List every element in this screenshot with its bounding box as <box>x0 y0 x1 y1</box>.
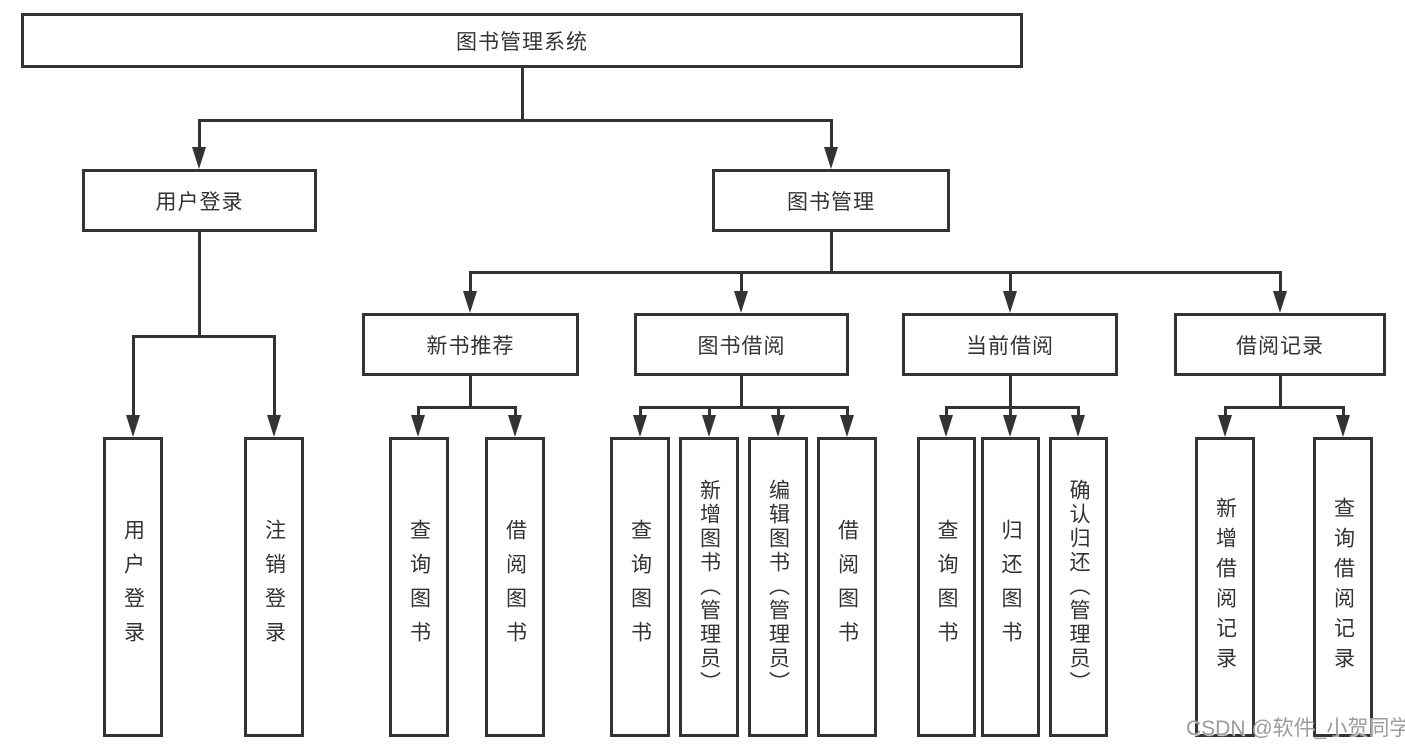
arrow-down-icon <box>702 415 716 437</box>
node-borrow-records: 借阅记录 <box>1174 313 1386 376</box>
connector-segment <box>638 406 849 409</box>
connector-segment <box>829 232 833 274</box>
leaf-borrow-books-recommend: 借阅图书 <box>485 437 545 737</box>
node-library-system: 图书管理系统 <box>21 13 1023 68</box>
leaf-query-books-recommend-label: 查询图书 <box>407 519 431 655</box>
connector-segment <box>1008 376 1012 408</box>
connector-segment <box>131 335 135 417</box>
arrow-down-icon <box>734 291 748 313</box>
leaf-return-book: 归还图书 <box>981 437 1040 737</box>
connector-segment <box>1341 406 1345 419</box>
leaf-add-book-admin-label: 新增图书（管理员） <box>697 479 721 695</box>
connector-segment <box>197 119 833 122</box>
connector-segment <box>1077 406 1080 419</box>
leaf-user-login-label: 用户登录 <box>121 519 145 655</box>
leaf-add-book-admin: 新增图书（管理员） <box>679 437 739 737</box>
arrow-down-icon <box>463 291 477 313</box>
arrow-down-icon <box>771 415 785 437</box>
connector-segment <box>829 119 833 151</box>
leaf-return-book-label: 归还图书 <box>999 519 1022 655</box>
leaf-query-books-current: 查询图书 <box>917 437 976 737</box>
node-current-borrowing: 当前借阅 <box>902 313 1118 376</box>
connector-segment <box>638 406 642 419</box>
arrow-down-icon <box>1336 415 1350 437</box>
arrow-down-icon <box>508 415 522 437</box>
leaf-user-login: 用户登录 <box>103 437 163 737</box>
node-library-system-label: 图书管理系统 <box>456 30 588 54</box>
leaf-query-borrow-record: 查询借阅记录 <box>1313 437 1373 737</box>
connector-segment <box>1223 406 1345 409</box>
connector-segment <box>740 271 743 295</box>
connector-segment <box>1008 271 1012 295</box>
connector-segment <box>272 335 276 417</box>
node-book-borrowing-label: 图书借阅 <box>697 334 786 358</box>
arrow-down-icon <box>824 147 838 169</box>
arrow-down-icon <box>192 147 206 169</box>
arrow-down-icon <box>1003 291 1017 313</box>
leaf-confirm-return-admin: 确认归还（管理员） <box>1049 437 1108 737</box>
connector-segment <box>845 406 849 419</box>
watermark: CSDN @软件_小贺同学 <box>1186 717 1405 740</box>
leaf-edit-book-admin: 编辑图书（管理员） <box>748 437 808 737</box>
leaf-logout: 注销登录 <box>244 437 304 737</box>
connector-segment <box>945 406 1080 409</box>
connector-segment <box>513 406 517 419</box>
leaf-borrow-books-borrowing-label: 借阅图书 <box>835 519 859 655</box>
leaf-query-borrow-record-label: 查询借阅记录 <box>1331 497 1355 677</box>
connector-segment <box>417 406 517 409</box>
leaf-query-books-borrowing: 查询图书 <box>610 437 670 737</box>
node-user-login-label: 用户登录 <box>155 190 244 214</box>
leaf-query-books-borrowing-label: 查询图书 <box>628 519 652 655</box>
leaf-add-borrow-record-label: 新增借阅记录 <box>1213 497 1237 677</box>
leaf-add-borrow-record: 新增借阅记录 <box>1195 437 1255 737</box>
connector-segment <box>469 376 472 408</box>
node-user-login: 用户登录 <box>82 169 317 232</box>
leaf-confirm-return-admin-label: 确认归还（管理员） <box>1067 479 1090 695</box>
arrow-down-icon <box>267 415 281 437</box>
node-new-book-recommend: 新书推荐 <box>362 313 579 376</box>
arrow-down-icon <box>1218 415 1232 437</box>
connector-segment <box>520 68 524 119</box>
connector-segment <box>1278 271 1282 295</box>
connector-segment <box>131 335 276 338</box>
connector-segment <box>1223 406 1227 419</box>
connector-segment <box>1009 406 1012 419</box>
node-book-management: 图书管理 <box>712 169 950 232</box>
node-book-management-label: 图书管理 <box>787 190 875 214</box>
node-book-borrowing: 图书借阅 <box>634 313 849 376</box>
connector-segment <box>945 406 948 419</box>
connector-segment <box>776 406 780 419</box>
connector-segment <box>1278 376 1282 408</box>
connector-segment <box>417 406 420 419</box>
arrow-down-icon <box>1273 291 1287 313</box>
connector-segment <box>469 271 1282 274</box>
leaf-logout-label: 注销登录 <box>262 519 286 655</box>
node-new-book-recommend-label: 新书推荐 <box>426 334 515 358</box>
leaf-borrow-books-recommend-label: 借阅图书 <box>503 519 527 655</box>
connector-segment <box>197 119 201 151</box>
leaf-borrow-books-borrowing: 借阅图书 <box>817 437 877 737</box>
arrow-down-icon <box>411 415 425 437</box>
connector-segment <box>197 232 201 335</box>
leaf-query-books-recommend: 查询图书 <box>389 437 449 737</box>
node-borrow-records-label: 借阅记录 <box>1236 334 1324 358</box>
node-current-borrowing-label: 当前借阅 <box>966 334 1054 358</box>
leaf-edit-book-admin-label: 编辑图书（管理员） <box>766 479 790 695</box>
connector-segment <box>469 271 472 295</box>
arrow-down-icon <box>840 415 854 437</box>
arrow-down-icon <box>939 415 953 437</box>
arrow-down-icon <box>1003 415 1017 437</box>
connector-segment <box>707 406 711 419</box>
arrow-down-icon <box>633 415 647 437</box>
leaf-query-books-current-label: 查询图书 <box>935 519 958 655</box>
arrow-down-icon <box>1071 415 1085 437</box>
arrow-down-icon <box>126 415 140 437</box>
connector-segment <box>740 376 743 408</box>
